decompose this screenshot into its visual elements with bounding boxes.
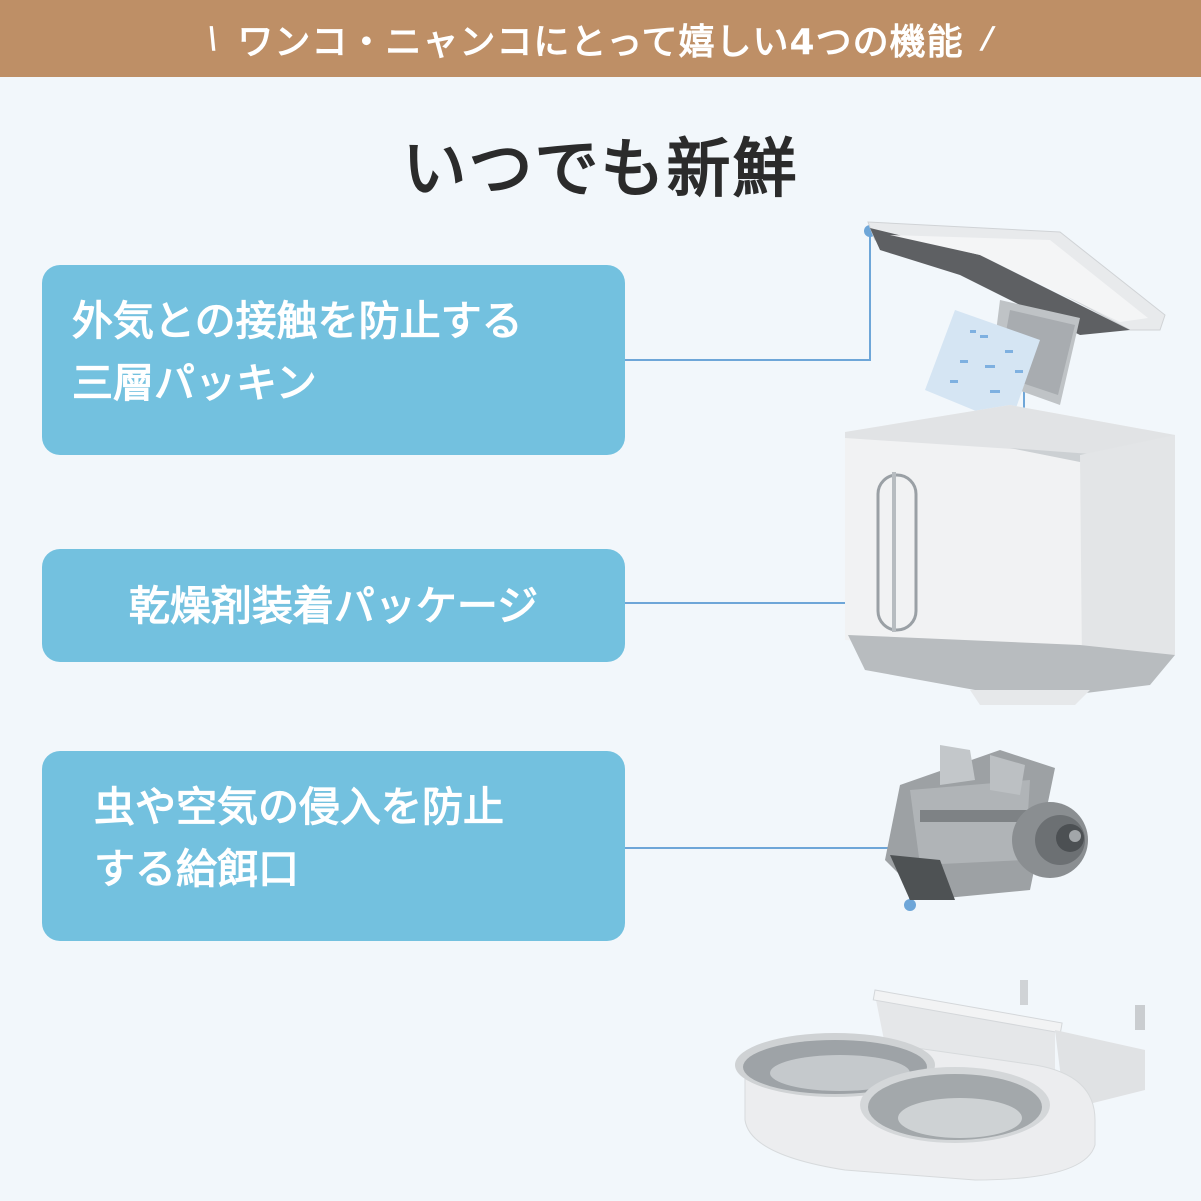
banner-slash-right: / [977,21,998,56]
callout-text-line: 乾燥剤装着パッケージ [128,581,539,630]
callout-text-line: 外気との接触を防止する [72,297,523,345]
hopper-image [845,221,1175,705]
connector-line-3-h [625,847,911,849]
page-title: いつでも新鮮 [402,133,799,207]
callout-text-line: 三層パッキン [72,359,317,407]
header-banner: \ ワンコ・ニャンコにとって嬉しい4つの機能 / [0,0,1201,77]
callout-text-line: する給餌口 [94,845,299,893]
callout-triple-seal: 外気との接触を防止する 三層パッキン [42,265,625,455]
bowls-image [735,980,1145,1181]
connector-line-1-h [625,359,871,361]
banner-text: ワンコ・ニャンコにとって嬉しい4つの機能 [237,21,964,63]
dispenser-image [885,745,1088,900]
connector-line-1-v [869,231,871,361]
connector-dot-3 [904,899,916,911]
callout-text-line: 虫や空気の侵入を防止 [94,783,504,831]
callout-desiccant-package: 乾燥剤装着パッケージ [42,549,625,662]
connector-line-2-h [625,602,1025,604]
callout-feeding-outlet: 虫や空気の侵入を防止 する給餌口 [42,751,625,941]
banner-slash-left: \ [203,21,224,56]
